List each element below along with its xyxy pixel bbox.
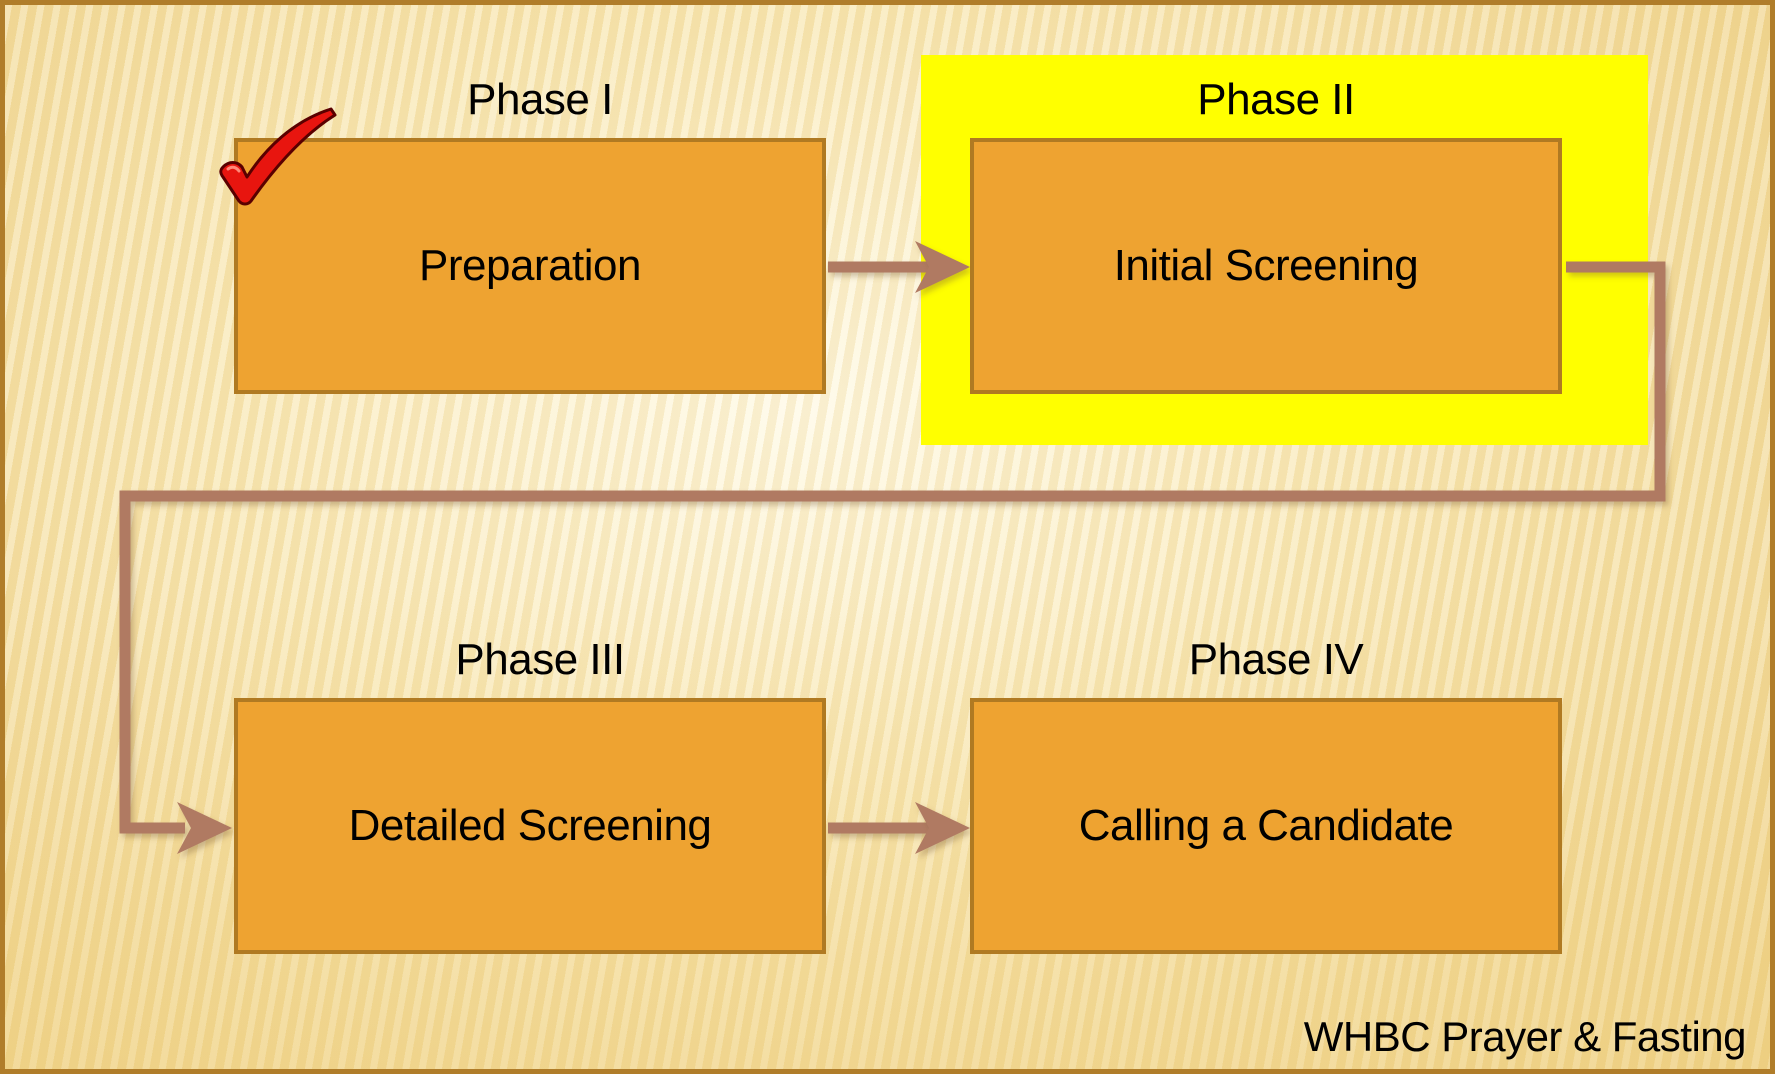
- phase-3-title: Detailed Screening: [348, 801, 712, 850]
- phase-4-title: Calling a Candidate: [1078, 801, 1454, 850]
- phase-2-title: Initial Screening: [1113, 241, 1419, 290]
- footer-text: WHBC Prayer & Fasting: [1303, 1013, 1747, 1060]
- phase-3-label: Phase III: [455, 635, 625, 684]
- phase-2-label: Phase II: [1197, 75, 1355, 124]
- phase-4-label: Phase IV: [1188, 635, 1364, 684]
- arrow-phase2-to-phase3: [119, 261, 1666, 834]
- arrowhead-phase3: [177, 802, 232, 854]
- flow-connectors: [119, 241, 1666, 854]
- phase-1-box: Preparation: [234, 138, 826, 394]
- phase-1-label: Phase I: [467, 75, 613, 124]
- checkmark-icon: [219, 107, 337, 206]
- phase-3-box: Detailed Screening: [234, 698, 826, 954]
- phase-2-box: Initial Screening: [970, 138, 1562, 394]
- phase-4-box: Calling a Candidate: [970, 698, 1562, 954]
- arrowhead-phase2: [915, 241, 970, 293]
- phase-1-title: Preparation: [419, 241, 641, 290]
- arrowhead-phase4: [915, 802, 970, 854]
